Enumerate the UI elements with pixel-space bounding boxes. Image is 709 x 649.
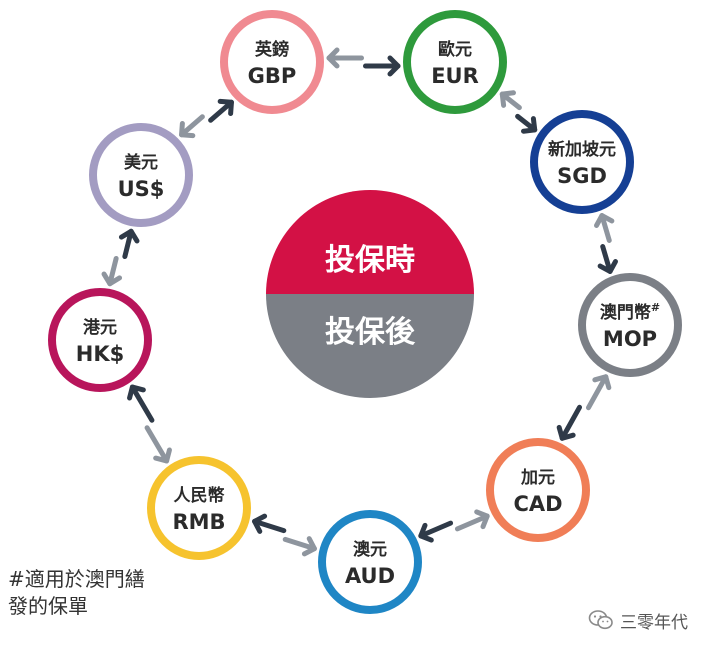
arrow-pair-cad-aud (418, 509, 490, 543)
currency-name-eur: 歐元 (438, 39, 472, 60)
arrow-forward (118, 228, 140, 260)
arrow-backward (454, 509, 490, 532)
currency-ring-mop (578, 273, 682, 377)
currency-code-aud: AUD (345, 564, 395, 588)
footnote: #適用於澳門繕 發的保單 (8, 566, 188, 620)
arrow-forward (252, 513, 287, 534)
arrow-pair-mop-cad (556, 374, 612, 441)
currency-node-sgd: 新加坡元 SGD (530, 110, 634, 214)
currency-ring-cad (486, 438, 590, 542)
arrow-forward (363, 55, 401, 77)
currency-mark-mop: # (651, 301, 660, 314)
currency-name-cad: 加元 (520, 468, 555, 488)
arrow-forward (208, 98, 234, 123)
currency-node-cad: 加元 CAD (486, 438, 590, 542)
currency-node-mop: 澳門幣# MOP (578, 273, 682, 377)
currency-code-mop: MOP (603, 327, 657, 351)
currency-code-rmb: RMB (172, 510, 225, 534)
currency-name-mop: 澳門幣# (600, 301, 660, 323)
nodes-layer: 英鎊 GBP 歐元 EUR 新加坡元 SGD 澳門幣# MOP 加元 CAD 澳元 AUD 人民幣 RMB… (48, 10, 682, 614)
currency-node-us: 美元 US$ (89, 123, 193, 227)
currency-ring-hk (48, 288, 152, 392)
arrow-forward (127, 384, 155, 423)
footnote-line-2: 發的保單 (8, 594, 88, 618)
arrow-pair-sgd-mop (594, 213, 618, 274)
wechat-icon (588, 610, 613, 630)
arrow-backward (101, 255, 123, 287)
currency-code-cad: CAD (513, 492, 562, 516)
arrow-backward (144, 425, 172, 464)
arrow-backward (326, 47, 364, 69)
arrow-pair-us-gbp (179, 98, 234, 139)
arrow-pair-rmb-hk (127, 384, 172, 464)
currency-ring-eur (403, 10, 507, 114)
currency-ring-sgd (530, 110, 634, 214)
arrow-forward (556, 404, 583, 441)
currency-name-us: 美元 (124, 152, 158, 173)
center-bottom-label: 投保後 (325, 315, 416, 350)
arrow-backward (585, 374, 612, 411)
arrow-pair-gbp-eur (326, 47, 401, 77)
currency-code-eur: EUR (431, 64, 479, 88)
currency-ring-aud (318, 510, 422, 614)
currency-ring-gbp (220, 10, 324, 114)
arrow-forward (418, 520, 454, 543)
arrow-backward (594, 213, 615, 243)
arrow-pair-hk-us (101, 228, 140, 287)
currency-node-gbp: 英鎊 GBP (220, 10, 324, 114)
currency-name-rmb: 人民幣 (174, 485, 225, 506)
currency-ring-rmb (147, 456, 251, 560)
center-circle: 投保時 投保後 (266, 190, 474, 398)
currency-name-hk: 港元 (83, 317, 117, 338)
currency-name-aud: 澳元 (353, 539, 387, 560)
currency-name-sgd: 新加坡元 (548, 139, 616, 160)
currency-code-us: US$ (118, 177, 165, 201)
arrow-backward (282, 536, 317, 557)
arrow-pair-aud-rmb (252, 513, 317, 557)
currency-node-hk: 港元 HK$ (48, 288, 152, 392)
currency-code-sgd: SGD (557, 164, 607, 188)
currency-name-gbp: 英鎊 (255, 39, 289, 60)
currency-node-aud: 澳元 AUD (318, 510, 422, 614)
footnote-line-1: #適用於澳門繕 (8, 567, 145, 591)
arrow-backward (499, 90, 522, 111)
watermark-text: 三零年代 (620, 612, 688, 633)
arrow-backward (179, 114, 205, 139)
currency-code-gbp: GBP (248, 64, 297, 88)
currency-node-rmb: 人民幣 RMB (147, 456, 251, 560)
arrows-layer (101, 47, 618, 557)
center-top-label: 投保時 (325, 243, 415, 278)
arrow-forward (597, 244, 618, 274)
currency-code-hk: HK$ (76, 342, 124, 366)
arrow-pair-eur-sgd (499, 90, 538, 134)
currency-node-eur: 歐元 EUR (403, 10, 507, 114)
arrow-forward (515, 113, 538, 134)
currency-ring-us (89, 123, 193, 227)
watermark: 三零年代 (588, 606, 688, 634)
